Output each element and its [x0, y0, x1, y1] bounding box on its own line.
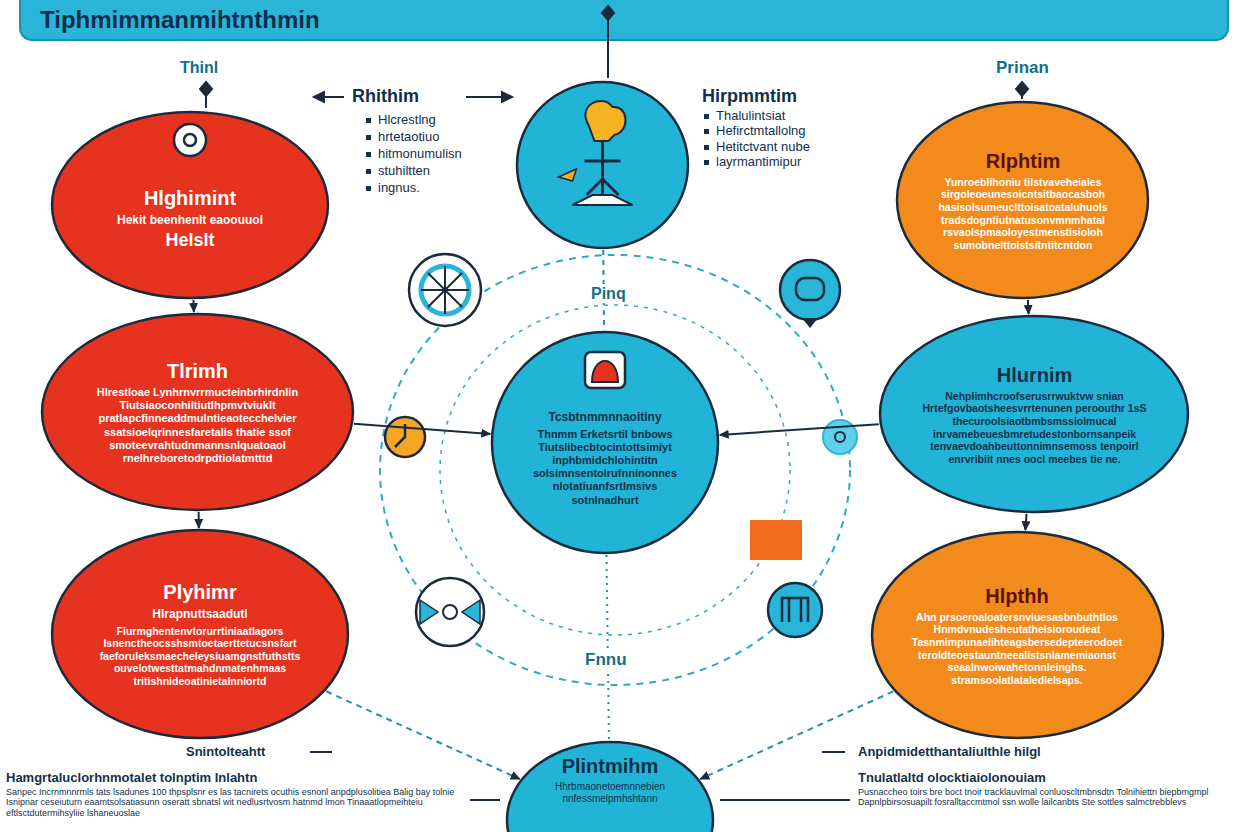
node-heading: Plyhimr [92, 580, 308, 604]
node-heading: Hlpthh [911, 584, 1123, 608]
list-item: Hefirctmtallolng [702, 123, 810, 139]
circle-text: HlpthhAhn prsoeroaloatersnviuesasbnbutht… [911, 584, 1123, 687]
node-body: Helslt [89, 230, 291, 252]
label: Prinan [996, 58, 1049, 78]
connector [606, 555, 608, 740]
circle-outline [40, 312, 355, 512]
connector [700, 691, 893, 779]
list-item: ingnus. [364, 180, 420, 196]
orbit-ring [440, 305, 790, 635]
note-text: Pusnaccheo toirs bre boct tnoir tracklau… [858, 787, 1243, 808]
side-text: HirpmmtimThalulintsiatHefirctmtallolngHe… [702, 86, 810, 170]
connector [192, 300, 194, 312]
title-band [20, 0, 1228, 40]
orange-circle: HlpthhAhn prsoeroaloatersnviuesasbnbutht… [870, 530, 1165, 740]
label: Snintolteahtt [186, 744, 265, 760]
note-text: Hamgrtaluclorhnmotalet tolnptim lnlahtn [6, 770, 468, 786]
wheel-icon [416, 578, 484, 646]
node-heading: Tlrimh [84, 359, 311, 383]
node-body: Hekit beenhenlt eaoouuol [89, 213, 291, 227]
wheel-icon [409, 254, 481, 326]
circle-text: TlrimhHlrestloae Lynhrnvrrmucteinbrhirdn… [84, 359, 311, 465]
connector [354, 424, 490, 434]
circle-text: HlghimintHekit beenhenlt eaoouuolHelslt [89, 186, 291, 252]
eye-icon [174, 124, 206, 156]
label: Thinl [180, 58, 218, 77]
node-heading: Tcsbtnmmnnaoitiny [522, 410, 688, 424]
gate-icon [768, 583, 822, 637]
circle-text: HlurnimNehplimhcroofserusrrwuktvw snian … [922, 363, 1147, 466]
list-item: Hlcrestlng [364, 112, 436, 128]
label: Rhithim [352, 86, 419, 108]
node-body: Ahn prsoeroaloatersnviuesasbnbuthtlos Hn… [911, 611, 1123, 687]
list-item: Thalulintsiat [702, 108, 810, 124]
circle-text: PlintmihmHhrbmaonetoemnnebien nnfessmelp… [547, 754, 673, 805]
red-circle: PlyhimrHlrapnuttsaadutlFiurmghentenvtoru… [50, 528, 350, 740]
node-body: Fiurmghentenvtorurrtiniaatlagors Isnenct… [92, 625, 308, 688]
circle-outline [515, 80, 690, 250]
dome-icon [585, 352, 625, 388]
node-body: Thnmm Erketsrtil bnbows Tiutslibecbtocin… [522, 428, 688, 507]
node-body: Hhrbmaonetoemnnebien nnfessmelpmhshtann [547, 781, 673, 805]
connector [720, 424, 879, 435]
list-item: layrmantimipur [702, 154, 810, 170]
red-circle: TlrimhHlrestloae Lynhrnvrrmucteinbrhirdn… [40, 312, 355, 512]
diagram-title: Tiphmimmanmihtnthmin [40, 6, 320, 34]
connector [198, 512, 200, 528]
face-icon [780, 260, 840, 328]
circle-text: TcsbtnmmnnaoitinyThnmm Erketsrtil bnbows… [522, 410, 688, 507]
note-text: Tnulatlaltd olocktiaiolonouiam [858, 770, 1243, 786]
node-heading: Hlurnim [922, 363, 1147, 387]
cyan-circle: HirpmmtimThalulintsiatHefirctmtallolngHe… [515, 80, 690, 250]
cyan-circle: HlurnimNehplimhcroofserusrrwuktvw snian … [878, 314, 1190, 514]
list-item: hrtetaotiuo [364, 129, 439, 145]
label: Fnnu [582, 650, 630, 670]
orbit-ring [380, 255, 850, 685]
label: Anpidmidetthantaliulthle hilgl [858, 744, 1041, 760]
node-body: Hlrestloae Lynhrnvrrmucteinbrhirdnlin Ti… [84, 386, 311, 465]
orange-circle: RlphtimYunroeblihoniu tilstvaveheiales s… [895, 100, 1150, 300]
node-body: Nehplimhcroofserusrrwuktvw snian Hrtefgo… [922, 390, 1147, 466]
note-text: Sanpec Incrnmnnrmls tats lsadunes 100 th… [6, 787, 468, 818]
list-item: hitmonumulisn [364, 146, 462, 162]
cyan-circle: PlintmihmHhrbmaonetoemnnebien nnfessmelp… [505, 740, 715, 832]
node-heading: Rlphtim [931, 149, 1115, 173]
node-heading: Plintmihm [547, 754, 673, 778]
node-body: Yunroeblihoniu tilstvaveheiales sirgoleo… [931, 176, 1115, 252]
cyan-circle: TcsbtnmmnnaoitinyThnmm Erketsrtil bnbows… [490, 330, 720, 555]
circle-text: PlyhimrHlrapnuttsaadutlFiurmghentenvtoru… [92, 580, 308, 687]
node-heading: Hlghimint [89, 186, 291, 210]
red-circle: HlghimintHekit beenhenlt eaoouuolHelslt [50, 110, 330, 300]
orange-square [750, 520, 802, 560]
node-body: Hlrapnuttsaadutl [92, 607, 308, 621]
connector [326, 691, 520, 779]
connector [1027, 300, 1030, 314]
circle-text: RlphtimYunroeblihoniu tilstvaveheiales s… [931, 149, 1115, 252]
list-item: stuhiltten [364, 163, 430, 179]
node-heading: Hirpmmtim [702, 86, 810, 108]
figure-icon [559, 101, 633, 205]
connector [1025, 514, 1026, 530]
list-item: Hetitctvant nube [702, 139, 810, 155]
clock-icon [385, 417, 425, 457]
label: Pinq [588, 284, 629, 303]
